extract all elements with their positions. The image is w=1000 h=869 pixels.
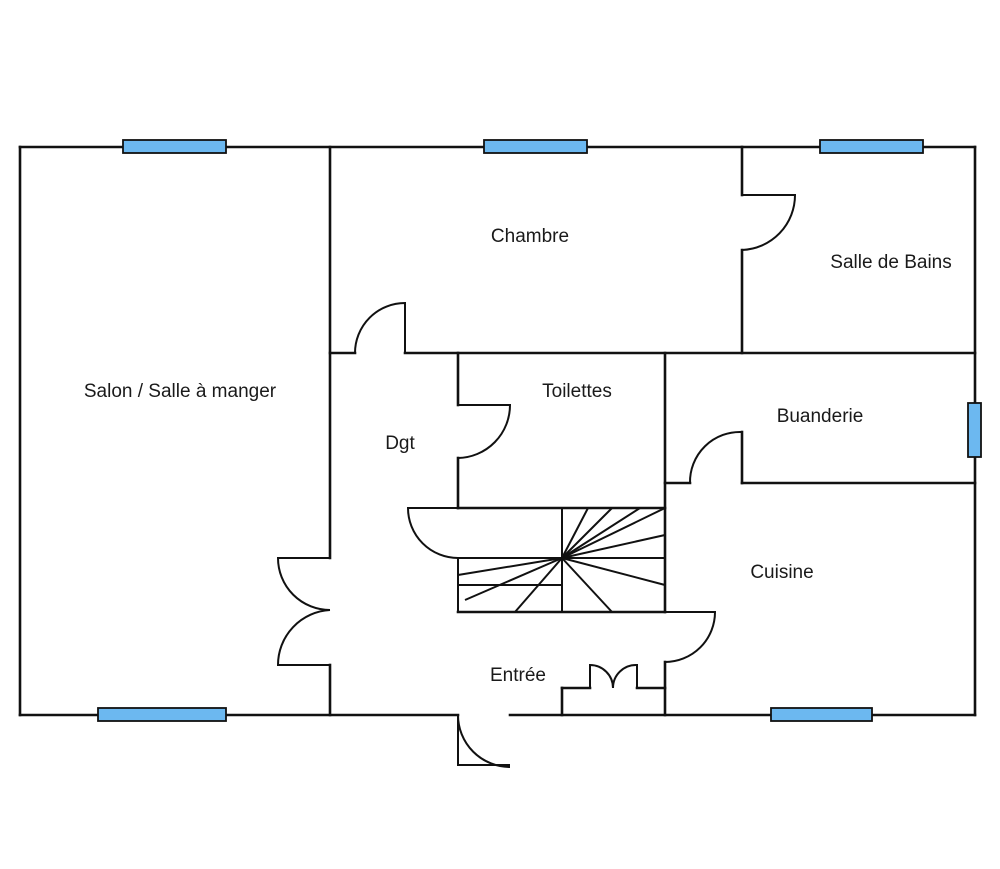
windows <box>97 139 982 722</box>
room-labels: Salon / Salle à manger Chambre Salle de … <box>84 226 952 686</box>
room-label-salon: Salon / Salle à manger <box>84 381 277 402</box>
window-buanderie <box>967 402 982 458</box>
room-label-toilettes: Toilettes <box>542 381 612 402</box>
window-salon-top <box>122 139 227 154</box>
door-salon-lower <box>276 609 331 666</box>
doors <box>276 194 797 768</box>
interior-walls <box>328 145 977 717</box>
door-chambre <box>354 301 406 354</box>
window-chambre <box>483 139 588 154</box>
staircase <box>406 507 666 613</box>
window-cuisine <box>770 707 873 722</box>
room-label-salle-de-bains: Salle de Bains <box>830 252 951 273</box>
door-closet-right <box>611 663 638 689</box>
door-toilettes <box>457 404 512 459</box>
room-label-cuisine: Cuisine <box>750 562 813 583</box>
door-closet-left <box>589 663 614 689</box>
window-salle-de-bains <box>819 139 924 154</box>
door-salle-de-bains <box>741 194 797 251</box>
door-cuisine <box>664 611 717 663</box>
room-label-chambre: Chambre <box>491 226 569 247</box>
room-label-buanderie: Buanderie <box>777 406 864 427</box>
door-buanderie <box>688 430 743 484</box>
door-salon-upper <box>276 557 331 611</box>
room-label-entree: Entrée <box>490 665 546 686</box>
room-label-dgt: Dgt <box>385 433 415 454</box>
door-entree <box>457 714 511 768</box>
window-salon-bottom <box>97 707 227 722</box>
